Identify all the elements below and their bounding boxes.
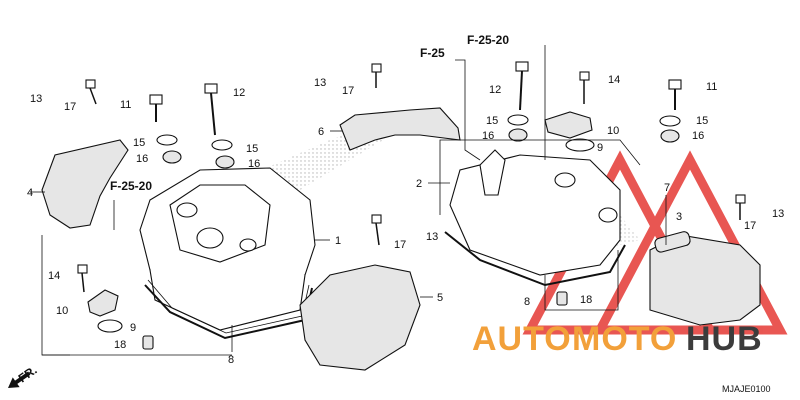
callout-14-right: 14 — [608, 74, 620, 86]
ref-f25-20-left: F-25-20 — [110, 179, 152, 193]
grommet-16-farright — [660, 129, 680, 143]
watermark-hub: HUB — [686, 320, 763, 358]
bolt-14-left — [77, 264, 88, 293]
callout-13-lower: 13 — [426, 231, 438, 243]
callout-17-right: 17 — [744, 220, 756, 232]
ref-f25-20-top: F-25-20 — [467, 33, 509, 47]
breather-joint-right — [544, 111, 593, 139]
grommet-16-left — [162, 150, 182, 164]
callout-7: 7 — [664, 182, 670, 194]
callout-11-right: 11 — [706, 81, 717, 93]
front-side-cover — [299, 264, 421, 371]
callout-15-left: 15 — [133, 137, 145, 149]
callout-15-farright: 15 — [696, 115, 708, 127]
callout-9-right: 9 — [597, 142, 603, 154]
watermark-moto: MOTO — [572, 320, 677, 358]
callout-18-left: 18 — [114, 339, 126, 351]
callout-13-right: 13 — [772, 208, 784, 220]
washer-15-left — [156, 134, 178, 146]
plug-18-right — [556, 291, 568, 306]
front-cylinder-head-cover — [449, 149, 621, 276]
callout-10-left: 10 — [56, 305, 68, 317]
callout-16-farright: 16 — [692, 130, 704, 142]
callout-17-topleft: 17 — [64, 101, 76, 113]
callout-17-lower: 17 — [394, 239, 406, 251]
grommet-16-mid — [215, 155, 235, 169]
callout-8-left: 8 — [228, 354, 234, 366]
ref-f25: F-25 — [420, 46, 445, 60]
callout-2: 2 — [416, 178, 422, 190]
callout-4: 4 — [27, 187, 33, 199]
callout-9-left: 9 — [130, 322, 136, 334]
o-ring-9-left — [97, 319, 123, 333]
bolt-13-topleft — [85, 79, 97, 105]
callout-16-right: 16 — [482, 130, 494, 142]
rear-cylinder-head-cover — [139, 167, 330, 331]
bolt-14-right — [579, 71, 590, 104]
callout-17-mid: 17 — [342, 85, 354, 97]
bolt-13-lower — [371, 214, 382, 246]
callout-11-left: 11 — [120, 99, 131, 111]
diagram-code: MJAJE0100 — [722, 384, 771, 394]
bolt-13-right — [735, 194, 746, 220]
callout-12-left: 12 — [233, 87, 245, 99]
front-direction-arrow — [8, 371, 31, 388]
washer-15-farright — [659, 115, 681, 127]
callout-13-topleft: 13 — [30, 93, 42, 105]
callout-16-left: 16 — [136, 153, 148, 165]
left-side-cover — [41, 139, 129, 229]
callout-16-mid: 16 — [248, 158, 260, 170]
watermark-auto: AUTO — [472, 320, 572, 358]
heat-shield — [339, 107, 461, 151]
right-side-cover — [649, 234, 761, 326]
callout-3: 3 — [676, 211, 682, 223]
bolt-13-mid — [371, 63, 382, 88]
callout-6: 6 — [318, 126, 324, 138]
grommet-16-right — [508, 128, 528, 142]
bolt-11-right — [668, 79, 682, 110]
callout-18-right: 18 — [580, 294, 592, 306]
callout-12-right: 12 — [489, 84, 501, 96]
plug-18-left — [142, 335, 154, 350]
bolt-11-left — [149, 94, 163, 122]
breather-joint-left — [87, 289, 119, 317]
bolt-12-right — [515, 61, 529, 111]
rubber-mount — [654, 231, 691, 253]
bolt-12-left — [204, 83, 218, 136]
callout-10-right: 10 — [607, 125, 619, 137]
callout-13-mid: 13 — [314, 77, 326, 89]
o-ring-9-right — [565, 138, 595, 152]
washer-15-right — [507, 114, 529, 126]
washer-15-mid — [211, 139, 233, 151]
callout-15-right: 15 — [486, 115, 498, 127]
callout-8-right: 8 — [524, 296, 530, 308]
callout-1: 1 — [335, 235, 341, 247]
callout-15-mid: 15 — [246, 143, 258, 155]
callout-14-left: 14 — [48, 270, 60, 282]
callout-5: 5 — [437, 292, 443, 304]
